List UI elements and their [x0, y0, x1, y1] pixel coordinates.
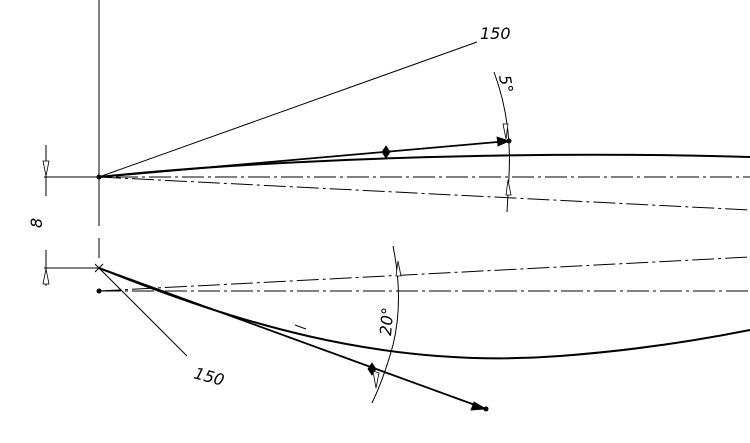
top-angle-dimension-arc[interactable]	[493, 71, 510, 213]
gap-dimension[interactable]: 8	[27, 218, 46, 228]
lower-centerline-start-point[interactable]	[96, 288, 102, 294]
lower-spline-handle[interactable]	[98, 267, 487, 410]
lower-angled-centerline[interactable]	[98, 256, 750, 292]
gap-arrow-top	[42, 160, 50, 177]
upper-spline-curve[interactable]	[98, 153, 750, 178]
upper-handle-diamond[interactable]	[381, 145, 391, 159]
lower-handle-arrowhead	[470, 401, 488, 411]
bottom-length-dimension[interactable]: 150	[192, 364, 226, 390]
lower-handle-endpoint[interactable]	[483, 406, 489, 412]
lower-spline-curve[interactable]	[98, 267, 750, 360]
top-angle-arrow-upper	[502, 123, 509, 140]
top-length-dimension[interactable]: 150	[480, 24, 511, 43]
bottom-length-leader[interactable]	[98, 267, 188, 357]
top-length-leader[interactable]	[98, 41, 478, 178]
top-angle-arrow-lower	[505, 179, 512, 196]
upper-angled-centerline[interactable]	[98, 176, 750, 211]
gap-arrow-bottom	[42, 268, 50, 285]
upper-spline-start-point[interactable]	[96, 174, 102, 180]
upper-spline-handle[interactable]	[98, 140, 510, 178]
upper-handle-arrowhead	[496, 136, 511, 147]
bottom-angle-dimension[interactable]: 20°	[376, 306, 397, 336]
top-angle-dimension[interactable]: 5°	[495, 73, 517, 94]
lower-spline-tick	[294, 324, 307, 330]
bottom-angle-arrow-upper	[395, 260, 402, 277]
bottom-angle-arrow-lower	[372, 370, 380, 389]
